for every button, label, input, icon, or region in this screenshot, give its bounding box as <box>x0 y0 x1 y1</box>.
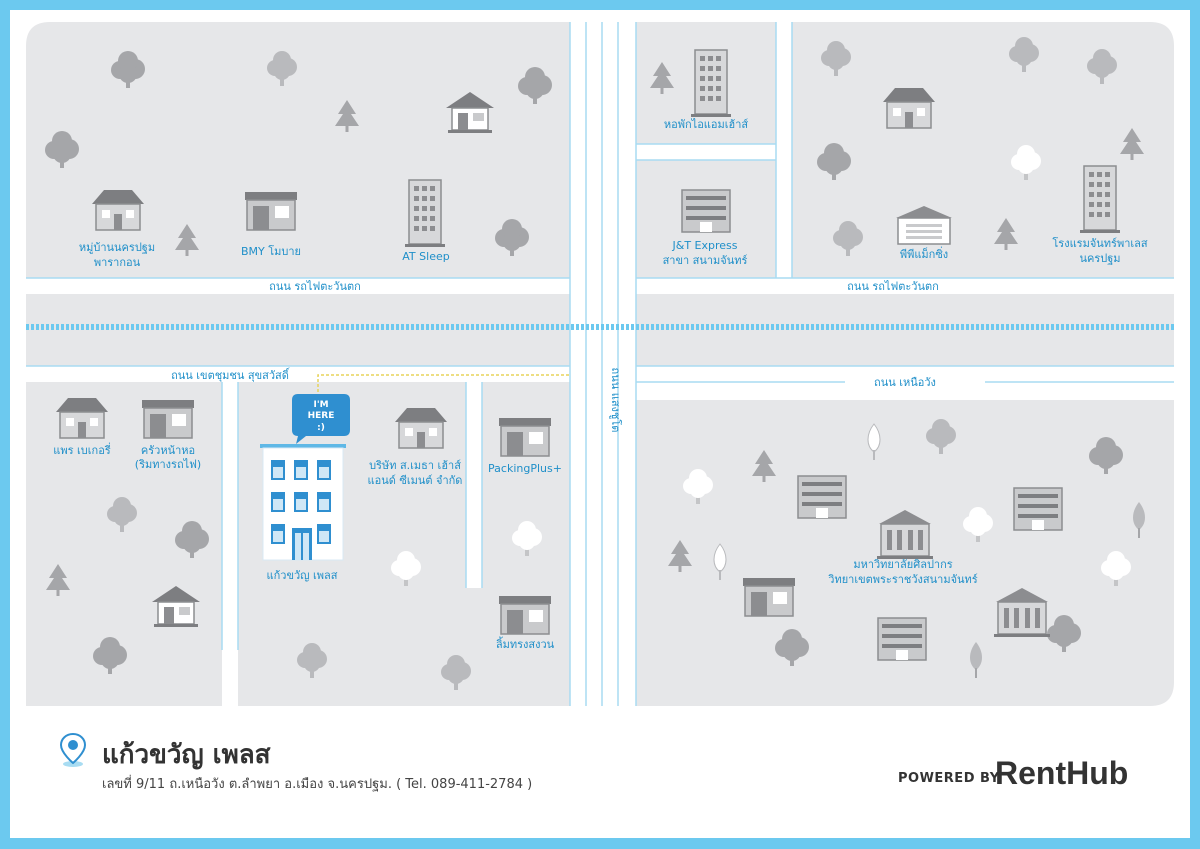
location-pin-icon <box>59 732 87 767</box>
renthub-logo[interactable]: RentHub <box>995 755 1129 791</box>
place-labels: หมู่บ้านนครปฐม พารากอน BMY โมบาย AT Slee… <box>53 118 1148 651</box>
road-label-nuea-wang: ถนน เหนือวัง <box>874 376 936 389</box>
office-icon <box>1013 487 1063 531</box>
label-university-1: มหาวิทยาลัยศิลปากร <box>853 558 952 571</box>
office-icon <box>797 475 847 519</box>
label-village-1: หมู่บ้านนครปฐม <box>79 241 155 254</box>
road-label-rail-east: ถนน รถไฟตะวันตก <box>847 280 939 293</box>
label-kitchen-1: ครัวหน้าหอ <box>141 444 195 457</box>
label-university-2: วิทยาเขตพระราชวังสนามจันทร์ <box>827 573 977 586</box>
label-bakery: แพร เบเกอรี่ <box>53 442 111 457</box>
marker-line-2: HERE <box>308 411 335 421</box>
label-limthong: ลิ้มทรงสงวน <box>496 636 555 651</box>
footer-address: เลขที่ 9/11 ถ.เหนือวัง ต.ลำพยา อ.เมือง จ… <box>102 777 533 792</box>
label-company-2: แอนด์ ซีเมนต์ จำกัด <box>368 474 463 487</box>
building-icon <box>404 179 446 248</box>
route-dashes <box>317 374 570 392</box>
label-ppmax: พีพีแม็กซิ่ง <box>900 246 948 261</box>
footer-title: แก้วขวัญ เพลส <box>102 740 271 770</box>
label-packing: PackingPlus+ <box>488 462 562 475</box>
road-label-rail-west: ถนน รถไฟตะวันตก <box>269 280 361 293</box>
house-icon <box>55 397 109 439</box>
powered-by-label: POWERED BY <box>898 771 1000 786</box>
im-here-marker[interactable]: I'M HERE :) <box>292 394 350 444</box>
shop-icon <box>244 191 298 231</box>
office-icon <box>681 189 731 233</box>
dorm-icon <box>690 49 732 118</box>
hotel-icon <box>1079 165 1121 234</box>
shop-icon <box>141 399 195 439</box>
label-kitchen-2: (ริมทางรถไฟ) <box>135 458 201 471</box>
label-hotel-2: นครปฐม <box>1079 252 1120 265</box>
label-jt-1: J&T Express <box>672 239 738 252</box>
marker-line-3: :) <box>317 423 325 433</box>
label-jt-2: สาขา สนามจันทร์ <box>663 254 748 267</box>
house-icon <box>882 87 936 129</box>
label-village-2: พารากอน <box>94 256 141 269</box>
shop-icon <box>498 417 552 457</box>
label-dorm: หอพักไอแอมเฮ้าส์ <box>664 118 749 131</box>
label-hotel-1: โรงแรมจันทร์พาเลส <box>1052 236 1147 250</box>
road-lines <box>26 22 1174 706</box>
office-icon <box>877 617 927 661</box>
label-at-sleep: AT Sleep <box>402 250 449 263</box>
road-label-vertical: ถนน แสงชูโต <box>609 368 623 433</box>
house-icon <box>394 407 448 449</box>
label-bmy: BMY โมบาย <box>241 244 301 258</box>
label-kaew-khwan: แก้วขวัญ เพลส <box>267 569 338 582</box>
shop-icon <box>498 595 552 635</box>
shop-icon <box>742 577 796 617</box>
road-label-khet: ถนน เขตชุมชน สุขสวัสดิ์ <box>171 367 290 382</box>
marker-line-1: I'M <box>313 400 328 410</box>
label-company-1: บริษัท ส.เมธา เฮ้าส์ <box>369 459 461 472</box>
house-icon <box>91 189 145 231</box>
kaew-khwan-building[interactable] <box>260 444 346 561</box>
